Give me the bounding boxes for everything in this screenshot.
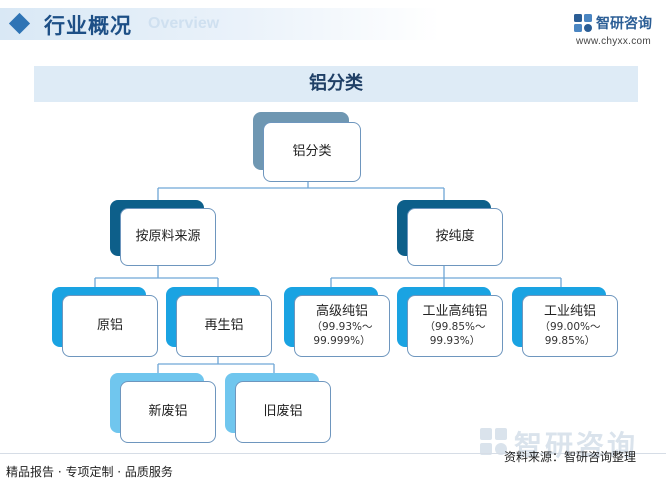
- node-primary-aluminum: 原铝: [52, 287, 158, 357]
- section-title: 行业概况: [44, 14, 132, 38]
- diagram-title: 铝分类: [309, 73, 363, 94]
- node-old-scrap-box: 旧废铝: [235, 381, 331, 443]
- node-industrial-pure-range: （99.00%～99.85%）: [539, 321, 601, 347]
- node-industrial-pure: 工业纯铝 （99.00%～99.85%）: [512, 287, 618, 357]
- diagram-title-bar: 铝分类: [34, 66, 638, 102]
- page-header: 行业概况 Overview 智研咨询 www.chyxx.com: [0, 0, 666, 52]
- brand-url: www.chyxx.com: [576, 36, 652, 47]
- connector-recycled-to-children: [157, 357, 275, 373]
- connector-purity-to-children: [330, 263, 562, 287]
- node-high-purity-box: 高级纯铝 （99.93%～99.999%）: [294, 295, 390, 357]
- node-by-purity-label: 按纯度: [435, 229, 475, 244]
- connector-root-to-level2: [157, 180, 445, 200]
- node-by-purity: 按纯度: [397, 200, 503, 266]
- footer-divider: [0, 453, 666, 454]
- brand-logo: 智研咨询 www.chyxx.com: [574, 12, 652, 52]
- node-recycled-aluminum-label: 再生铝: [204, 318, 244, 333]
- node-high-purity-label: 高级纯铝: [315, 304, 368, 319]
- node-root: 铝分类: [253, 112, 361, 182]
- footer-source: 资料来源：智研咨询整理: [504, 450, 637, 464]
- node-by-source: 按原料来源: [110, 200, 216, 266]
- node-high-purity-range: （99.93%～99.999%）: [311, 321, 373, 347]
- node-new-scrap-label: 新废铝: [148, 404, 188, 419]
- connector-source-to-children: [94, 263, 219, 287]
- node-old-scrap-label: 旧废铝: [263, 404, 303, 419]
- node-industrial-high-purity-label: 工业高纯铝: [422, 304, 488, 319]
- footer-slogan: 精品报告 · 专项定制 · 品质服务: [6, 465, 173, 479]
- node-by-source-box: 按原料来源: [120, 208, 216, 266]
- brand-logo-icon: [574, 14, 592, 32]
- node-industrial-pure-box: 工业纯铝 （99.00%～99.85%）: [522, 295, 618, 357]
- node-primary-aluminum-label: 原铝: [96, 318, 123, 333]
- node-old-scrap: 旧废铝: [225, 373, 331, 443]
- node-high-purity: 高级纯铝 （99.93%～99.999%）: [284, 287, 390, 357]
- node-industrial-high-purity: 工业高纯铝 （99.85%～99.93%）: [397, 287, 503, 357]
- header-band: [0, 8, 440, 40]
- node-by-source-label: 按原料来源: [135, 229, 201, 244]
- node-new-scrap: 新废铝: [110, 373, 216, 443]
- brand-name: 智研咨询: [596, 16, 652, 32]
- node-industrial-high-purity-range: （99.85%～99.93%）: [424, 321, 486, 347]
- node-new-scrap-box: 新废铝: [120, 381, 216, 443]
- node-primary-aluminum-box: 原铝: [62, 295, 158, 357]
- node-root-box: 铝分类: [263, 122, 361, 182]
- node-industrial-pure-label: 工业纯铝: [543, 304, 596, 319]
- node-recycled-aluminum-box: 再生铝: [176, 295, 272, 357]
- node-recycled-aluminum: 再生铝: [166, 287, 272, 357]
- section-subtitle: Overview: [148, 15, 220, 32]
- node-industrial-high-purity-box: 工业高纯铝 （99.85%～99.93%）: [407, 295, 503, 357]
- node-root-label: 铝分类: [292, 144, 332, 159]
- node-by-purity-box: 按纯度: [407, 208, 503, 266]
